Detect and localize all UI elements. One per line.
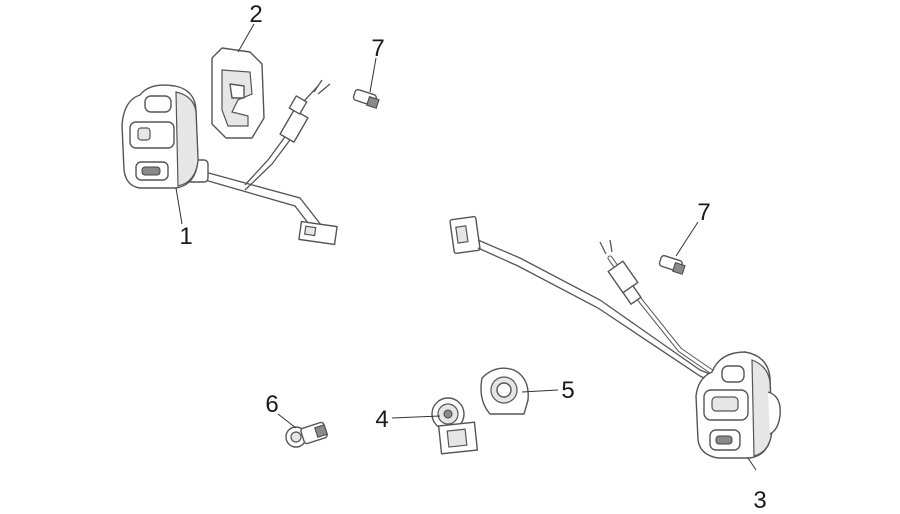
callout-6: 6 bbox=[265, 391, 278, 418]
right-bottom-button-cap bbox=[715, 435, 733, 445]
bezel-ring bbox=[480, 367, 529, 415]
left-handlebar-switch bbox=[121, 79, 338, 246]
callout-1: 1 bbox=[179, 223, 192, 250]
left-connector-pin bbox=[304, 225, 317, 237]
right-branch-wire-ends bbox=[599, 239, 613, 255]
bulb-top bbox=[352, 88, 380, 109]
left-top-button bbox=[144, 95, 172, 113]
callout-7-top: 7 bbox=[371, 35, 384, 62]
bulb-top-base bbox=[366, 96, 380, 109]
ignition-switch bbox=[431, 397, 479, 455]
socket-tip bbox=[314, 424, 328, 438]
callout-4: 4 bbox=[375, 406, 388, 433]
left-harness-branch-2 bbox=[244, 131, 297, 191]
right-housing-clamp bbox=[767, 391, 781, 435]
right-connector-pin bbox=[455, 225, 469, 244]
leader-3 bbox=[747, 457, 757, 471]
socket-connector bbox=[285, 421, 328, 448]
leader-7-right bbox=[675, 221, 699, 257]
left-rocker-knob bbox=[137, 127, 151, 141]
bulb-right bbox=[658, 254, 686, 275]
callout-2: 2 bbox=[249, 1, 262, 28]
right-handlebar-switch bbox=[449, 215, 781, 459]
callout-3: 3 bbox=[753, 487, 766, 514]
left-rocker-switch bbox=[129, 121, 175, 149]
right-top-button bbox=[721, 365, 745, 383]
callout-5: 5 bbox=[561, 377, 574, 404]
leader-7-top bbox=[369, 57, 377, 93]
leader-4 bbox=[391, 415, 441, 419]
switch-cover-bracket bbox=[211, 47, 265, 139]
ignition-keyhole bbox=[443, 409, 453, 419]
left-branch-grommet bbox=[288, 95, 308, 115]
right-rocker-knob bbox=[711, 396, 739, 412]
leader-2 bbox=[237, 23, 255, 53]
right-harness-wire-a bbox=[477, 239, 721, 379]
callout-7-right: 7 bbox=[697, 199, 710, 226]
left-branch-sleeve bbox=[279, 109, 309, 143]
leader-1 bbox=[175, 187, 183, 225]
left-housing-side bbox=[175, 91, 199, 187]
bulb-right-base bbox=[672, 262, 686, 275]
ignition-connector bbox=[446, 428, 468, 448]
cover-slot bbox=[229, 83, 245, 99]
left-branch-wire-ends bbox=[313, 79, 331, 95]
leader-5 bbox=[521, 389, 559, 393]
bezel-inner bbox=[496, 382, 512, 398]
socket-head-inner bbox=[290, 431, 302, 443]
leader-6 bbox=[277, 413, 297, 429]
right-branch-grommet bbox=[622, 285, 642, 305]
left-harness-wire-a bbox=[204, 171, 326, 231]
left-bottom-button-cap bbox=[141, 166, 161, 176]
